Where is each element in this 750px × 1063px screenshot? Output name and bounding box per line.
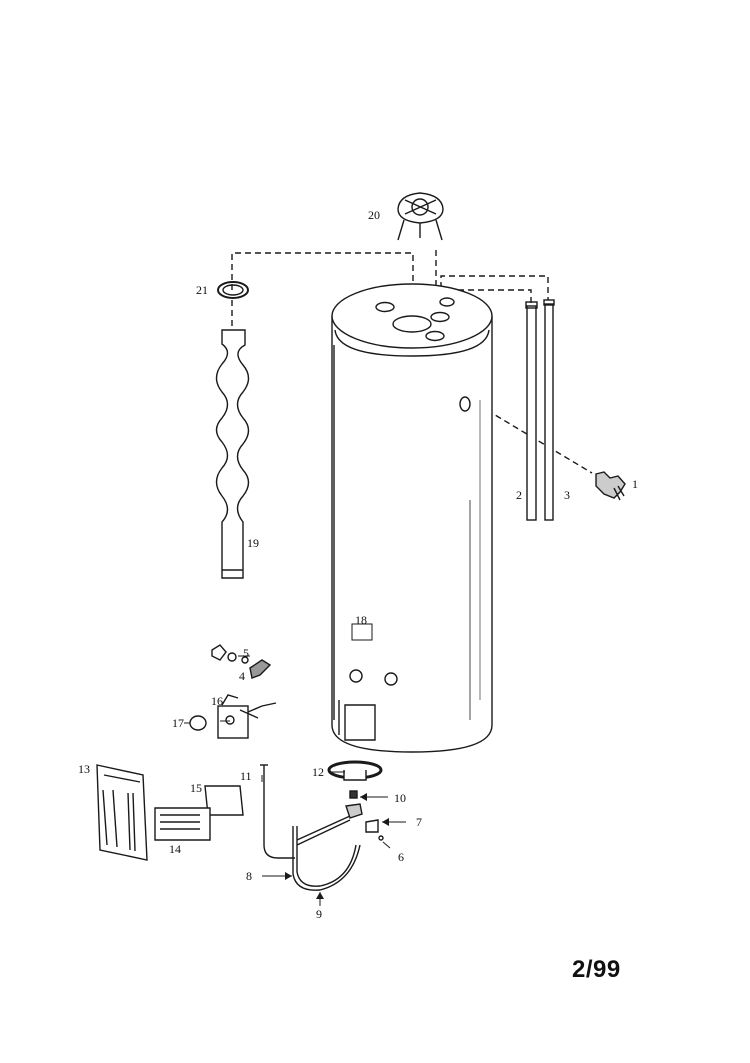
callout-12: 12 [312, 765, 324, 779]
arrow-heads [285, 793, 389, 899]
callout-21: 21 [196, 283, 208, 297]
callout-16: 16 [211, 694, 223, 708]
inner-door [154, 807, 211, 841]
callout-4: 4 [239, 669, 245, 683]
burner-orifice [349, 790, 358, 799]
callout-18: 18 [355, 613, 367, 627]
callout-15: 15 [190, 781, 202, 795]
flue-baffle [215, 329, 250, 579]
callout-5: 5 [243, 646, 249, 660]
callout-8: 8 [246, 869, 252, 883]
water-heater-tank [331, 283, 493, 753]
pilot-assembly [345, 803, 384, 841]
gasket-ring [217, 281, 249, 299]
page-reference: 2/99 [572, 956, 621, 983]
relief-valve [595, 471, 626, 501]
callout-2: 2 [516, 488, 522, 502]
drain-fittings [211, 644, 272, 679]
label-plate [351, 623, 373, 641]
gas-control-valve [217, 694, 277, 739]
callout-17: 17 [172, 716, 184, 730]
callout-20: 20 [368, 208, 380, 222]
callout-3: 3 [564, 488, 570, 502]
anode-rods [525, 299, 555, 521]
callout-13: 13 [78, 762, 90, 776]
callout-1: 1 [632, 477, 638, 491]
callout-7: 7 [416, 815, 422, 829]
callout-14: 14 [169, 842, 181, 856]
callout-11: 11 [240, 769, 252, 783]
callout-19: 19 [247, 536, 259, 550]
control-knob [189, 715, 207, 731]
callout-numbers: 1 2 3 4 5 6 7 8 9 10 11 12 13 14 15 16 1… [78, 208, 638, 921]
callout-6: 6 [398, 850, 404, 864]
pilot-tubing [260, 764, 361, 891]
burner-assembly [327, 760, 383, 781]
callout-10: 10 [394, 791, 406, 805]
flue-cap-part [397, 192, 444, 241]
callout-9: 9 [316, 907, 322, 921]
instruction-label [204, 785, 244, 816]
outer-door [96, 764, 148, 861]
